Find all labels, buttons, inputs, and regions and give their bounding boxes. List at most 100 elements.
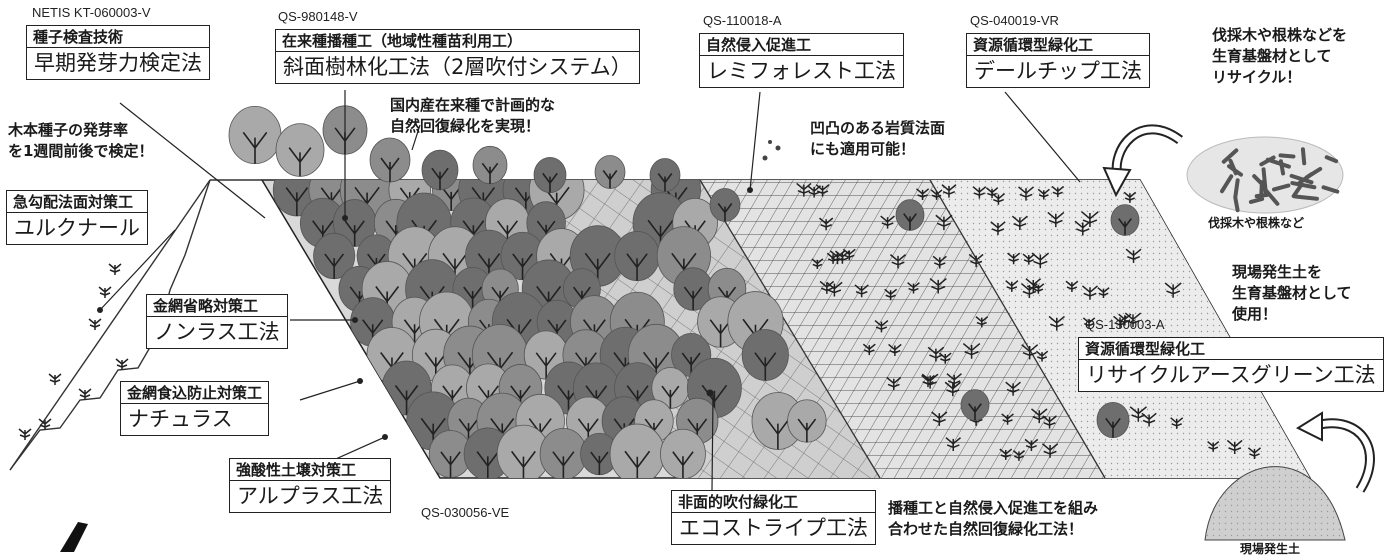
sprout [1012,450,1026,461]
sprout [944,381,961,397]
label-arupurasu-sub: 強酸性土壌対策工 [230,459,391,481]
sprout [1118,313,1132,326]
sprout [916,188,930,200]
tree [332,199,377,247]
label-deru-main: デールチップ工法 [974,59,1142,83]
label-hayaki-main: 早期発芽力検定法 [34,51,202,75]
sprout [968,253,984,268]
sprout [874,320,889,333]
label-remi: 自然侵入促進工 レミフォレスト工法 [699,33,904,88]
wood-chip [1233,178,1240,199]
sprout [842,248,856,261]
sprout [826,252,840,264]
code-arupurasu: QS-030056-VE [421,505,510,520]
code-remi: QS-110018-A [703,13,782,28]
label-yuruku: 急勾配法面対策工 ユルクナール [6,190,148,245]
sprout [1124,312,1142,328]
wood-chip [1278,153,1296,159]
wood-chip [1265,157,1291,169]
sprout [18,428,32,440]
sprout [931,411,948,426]
note-soil-line: 現場発生土を [1232,263,1323,281]
sprout [1021,344,1039,360]
sprout [48,373,62,385]
sprout [1125,248,1142,263]
label-deru-sub: 資源循環型緑化工 [967,34,1149,56]
tree [709,188,741,222]
sprout [999,448,1013,460]
sprout [975,316,989,328]
sprout [826,281,843,297]
wood-chip [1271,183,1291,192]
note-native: 国内産在来種で計画的な 自然回復緑化を実現！ [390,95,555,137]
label-ekosutoraipu-main: エコストライプ工法 [679,516,868,540]
sprout [38,418,52,430]
note-soil-line: 生育基盤材として [1232,284,1352,302]
tree [228,106,282,165]
label-ekosutoraipu: 非面的吹付緑化工 エコストライプ工法 [671,490,876,545]
note-seed-rate: 木本種子の発芽率 を1週間前後で検定！ [8,120,153,162]
sprout [1164,282,1182,298]
label-risaikuru-sub: 資源循環型緑化工 [1079,338,1383,360]
wood-chip [1300,147,1307,166]
tree [960,389,990,421]
sprout [1031,252,1050,269]
label-nachurasu-sub: 金網食込防止対策工 [121,382,269,404]
tree [594,155,626,189]
tree [741,329,789,381]
sprout [1051,185,1065,198]
sprout [854,284,869,298]
sprout [1247,447,1262,459]
label-arupurasu: 強酸性土壌対策工 アルプラス工法 [229,458,392,513]
code-hayaki: NETIS KT-060003-V [32,5,151,20]
sprout [888,343,902,356]
tree [369,137,411,183]
sprout [930,189,943,200]
caption-chips: 伐採木や根株など [1208,216,1305,230]
sprout [1170,417,1184,429]
sprout [1123,191,1137,203]
label-yuruku-main: ユルクナール [14,216,140,240]
sprout [907,282,920,294]
note-soil: 現場発生土を 生育基盤材として 使用！ [1232,262,1352,325]
note-rock-line: 凹凸のある岩質法面 [810,119,946,137]
label-nonrasu-main: ノンラス工法 [154,320,280,344]
sprout [1005,381,1021,396]
label-deru: 資源循環型緑化工 デールチップ工法 [966,33,1150,88]
label-shamen-main: 斜面樹林化工法（2層吹付システム） [283,55,632,79]
wood-chip [1304,166,1323,180]
sprout [880,215,895,229]
tree [1110,204,1140,236]
code-shamen: QS-980148-V [278,9,358,24]
label-nachurasu: 金網食込防止対策工 ナチュラス [120,381,270,436]
label-risaikuru-main: リサイクルアースグリーン工法 [1086,363,1376,387]
sprout [78,388,92,400]
sprout [1081,285,1098,300]
sprout [1032,283,1045,294]
tree [313,232,356,280]
label-hayaki: 種子検査技術 早期発芽力検定法 [26,25,210,80]
label-nonrasu: 金網省略対策工 ノンラス工法 [146,294,288,349]
sprout [1005,280,1019,292]
sprout [932,255,947,269]
code-deru: QS-040019-VR [970,13,1059,28]
note-rock: 凹凸のある岩質法面 にも適用可能！ [810,118,945,160]
sprout [1041,443,1059,458]
sprout [1035,350,1049,362]
tree [651,367,690,409]
sprout [927,346,945,362]
tree [496,424,551,478]
sprout [98,286,112,298]
sprout [921,374,935,388]
label-hayaki-sub: 種子検査技術 [27,26,209,48]
wood-chip [1321,185,1340,194]
sprout [1074,220,1092,236]
sprout [1018,186,1034,201]
note-felled: 伐採木や根株などを 生育基盤材として リサイクル！ [1212,25,1347,88]
sprout [1065,280,1079,293]
sprout [1011,215,1028,230]
tree [421,149,459,191]
tree [275,123,325,177]
